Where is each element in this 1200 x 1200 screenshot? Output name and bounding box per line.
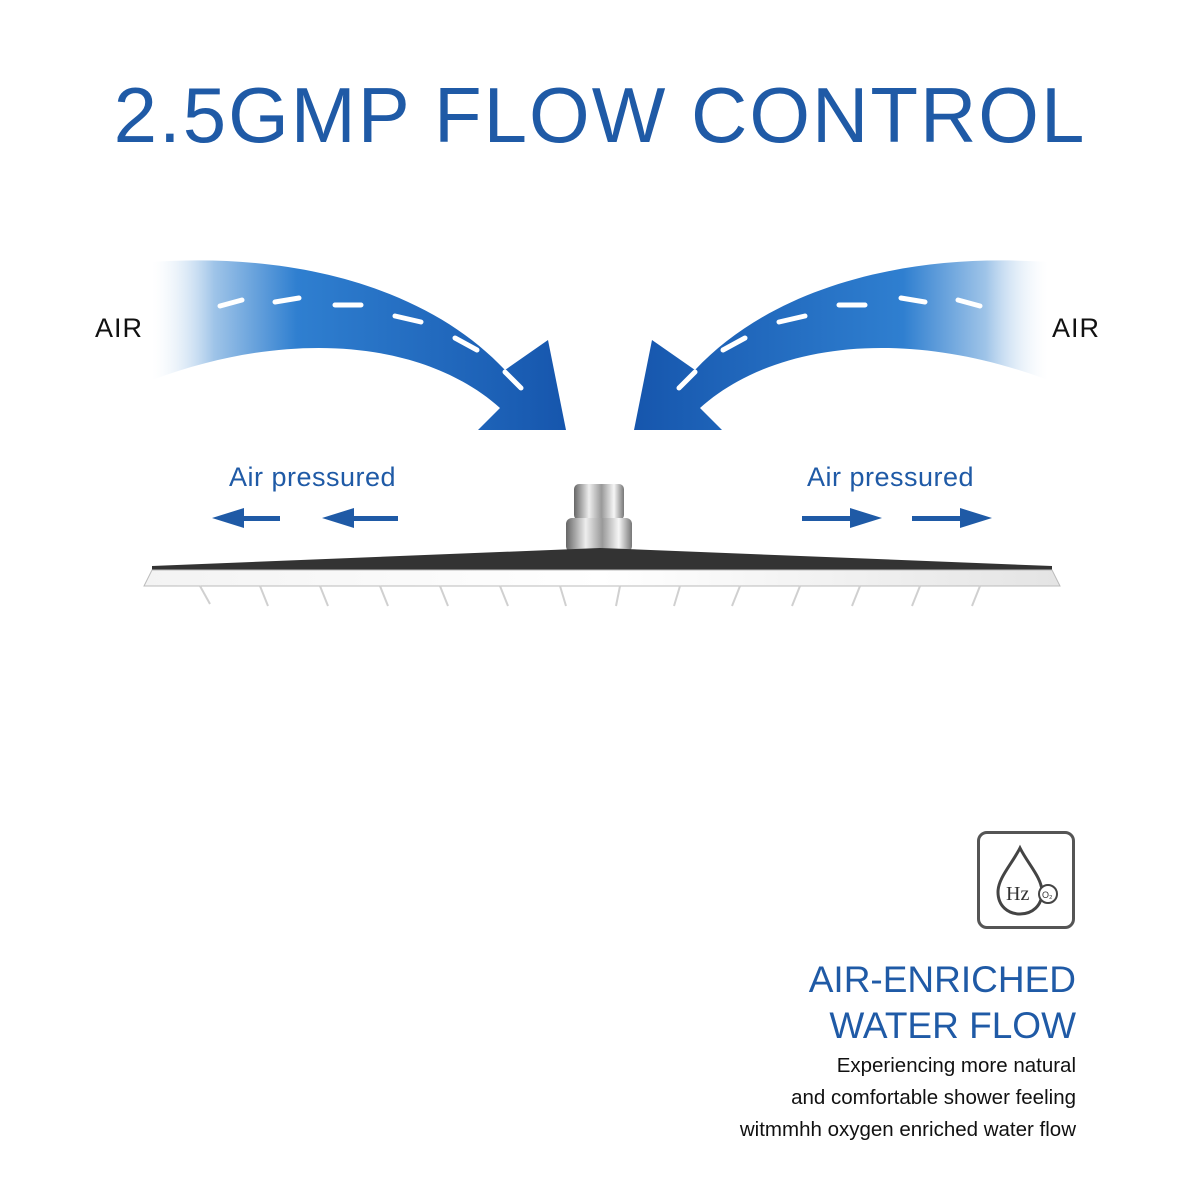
feature-title-line-1: AIR-ENRICHED: [808, 959, 1076, 1000]
pressure-arrow-icon: [212, 508, 992, 528]
feature-title-line-2: WATER FLOW: [829, 1005, 1076, 1046]
page-title: 2.5GMP FLOW CONTROL: [113, 71, 1087, 159]
feature-desc-line-1: Experiencing more natural: [836, 1054, 1076, 1077]
air-label-left: AIR: [95, 313, 144, 343]
air-label-right: AIR: [1052, 313, 1101, 343]
feature-title: AIR-ENRICHED WATER FLOW: [809, 957, 1076, 1049]
feature-description: Experiencing more natural and comfortabl…: [740, 1050, 1076, 1146]
icon-badge: O₂: [1042, 890, 1053, 900]
feature-desc-line-2: and comfortable shower feeling: [791, 1086, 1076, 1109]
shower-head-icon: [143, 484, 1061, 607]
air-pressured-label-left: Air pressured: [229, 462, 397, 492]
icon-symbol: Hz: [1006, 883, 1029, 905]
air-pressured-label-right: Air pressured: [807, 462, 975, 492]
air-flow-arrow-right-icon: [634, 260, 1048, 430]
water-stream: [180, 586, 588, 1200]
water-drop-icon: Hz O₂: [977, 831, 1075, 929]
air-flow-arrow-left-icon: [152, 260, 566, 430]
feature-desc-line-3: witmmhh oxygen enriched water flow: [739, 1118, 1076, 1141]
